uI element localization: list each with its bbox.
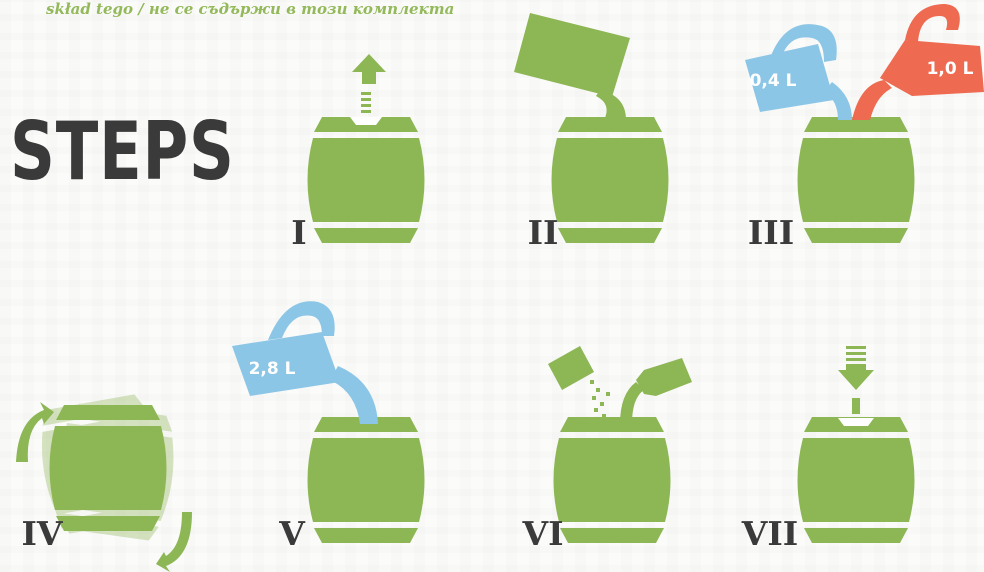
barrel-icon — [554, 417, 671, 543]
step-2: II — [514, 13, 669, 252]
step-numeral: VII — [741, 514, 798, 553]
powder-pack-icon — [514, 13, 630, 97]
volume-label: 1,0 L — [927, 59, 974, 79]
rotate-arrow-icon — [156, 512, 192, 572]
volume-label: 2,8 L — [249, 359, 296, 379]
step-numeral: IV — [21, 514, 63, 553]
bung — [852, 398, 860, 414]
bung — [361, 110, 371, 113]
yeast-sachet-icon — [548, 346, 594, 390]
step-numeral: V — [278, 514, 306, 553]
pour-stream — [596, 90, 626, 120]
step-4: IV — [16, 392, 192, 572]
step-5: 2,8 L V — [232, 301, 425, 553]
step-1: I — [291, 54, 424, 252]
step-7: VII — [741, 346, 915, 553]
step-numeral: I — [291, 213, 306, 252]
arrow-up-icon — [352, 54, 386, 84]
volume-label: 0,4 L — [750, 71, 797, 91]
barrel-icon — [552, 117, 669, 243]
step-6: VI — [521, 346, 692, 553]
step-numeral: III — [748, 213, 794, 252]
step-numeral: II — [528, 213, 559, 252]
lid-slot — [838, 418, 874, 426]
step-numeral: VI — [521, 514, 563, 553]
arrow-down-icon — [838, 346, 874, 390]
step-3: 0,4 L 1,0 L III — [745, 4, 984, 252]
barrel-icon — [308, 417, 425, 543]
barrel-icon — [308, 117, 425, 243]
barrel-icon — [798, 417, 915, 543]
bottle-icon — [636, 358, 692, 396]
barrel-icon — [798, 117, 915, 243]
